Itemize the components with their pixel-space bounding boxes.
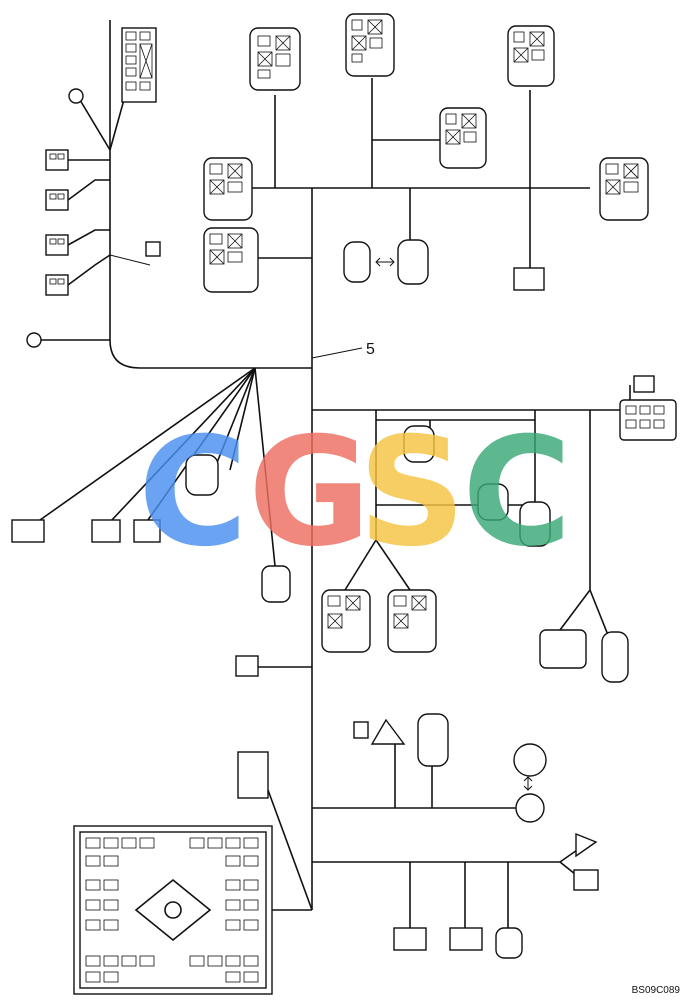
relay-connector-2 — [345, 13, 395, 77]
relay-connector-6 — [203, 227, 259, 293]
connector-bottom-1 — [393, 927, 427, 951]
relay-connector-7 — [599, 157, 649, 221]
round-connector-lower-right-2 — [515, 793, 545, 823]
plug-connector-cluster-3 — [519, 501, 551, 547]
watermark-letter-3: S — [358, 406, 466, 580]
connector-bottom-2 — [449, 927, 483, 951]
connector-small-lower — [353, 721, 369, 739]
multi-connector-right-pins — [625, 405, 665, 429]
round-connector-lower-right — [513, 743, 547, 777]
relay-connector-9 — [387, 589, 437, 653]
multi-connector-lower-right — [539, 629, 587, 669]
watermark-letter-4: C — [462, 406, 572, 580]
drawing-code: BS09C089 — [631, 985, 680, 996]
fuse-slots — [85, 837, 259, 983]
plug-connector-cluster-1 — [403, 425, 435, 463]
square-connector-mid-right — [513, 267, 545, 291]
relay-connector-4 — [439, 107, 487, 169]
triangle-terminal-lower — [370, 718, 406, 745]
plug-connector-mid — [343, 241, 371, 283]
left-stacked-connectors — [26, 149, 161, 348]
connector-lower-right — [573, 869, 599, 891]
plug-connector-left-lower — [261, 565, 291, 603]
harness-wires — [39, 20, 631, 930]
plug-connector-lower-mid — [417, 713, 449, 767]
connectors — [11, 13, 677, 995]
plug-connector-cluster-2 — [477, 483, 509, 521]
main-fuse-relay-box — [73, 825, 273, 995]
connector-lower-trunk-1 — [235, 655, 259, 677]
watermark-letter-2: G — [248, 406, 371, 580]
triangle-terminal-right — [575, 832, 598, 858]
connector-left-3 — [133, 519, 161, 543]
relay-connector-8 — [321, 589, 371, 653]
relay-connector-1 — [249, 27, 301, 91]
small-connector-right — [633, 375, 655, 393]
fuse-block-top-left — [121, 27, 157, 103]
callout-label: 5 — [366, 341, 375, 358]
connector-lower-trunk-2 — [237, 751, 269, 799]
connector-left-2 — [91, 519, 121, 543]
plug-connector-mid-2 — [397, 239, 429, 285]
relay-connector-3 — [507, 25, 555, 87]
watermark-letter-1: C — [138, 406, 248, 580]
connector-bottom-3 — [495, 927, 523, 959]
plug-connector-left-mid — [185, 454, 219, 496]
relay-connector-5 — [203, 157, 253, 221]
connector-left-1 — [11, 519, 45, 543]
round-connector-top-left — [68, 88, 84, 104]
plug-connector-lower-right — [601, 631, 629, 683]
watermark: C G S C — [138, 406, 572, 580]
